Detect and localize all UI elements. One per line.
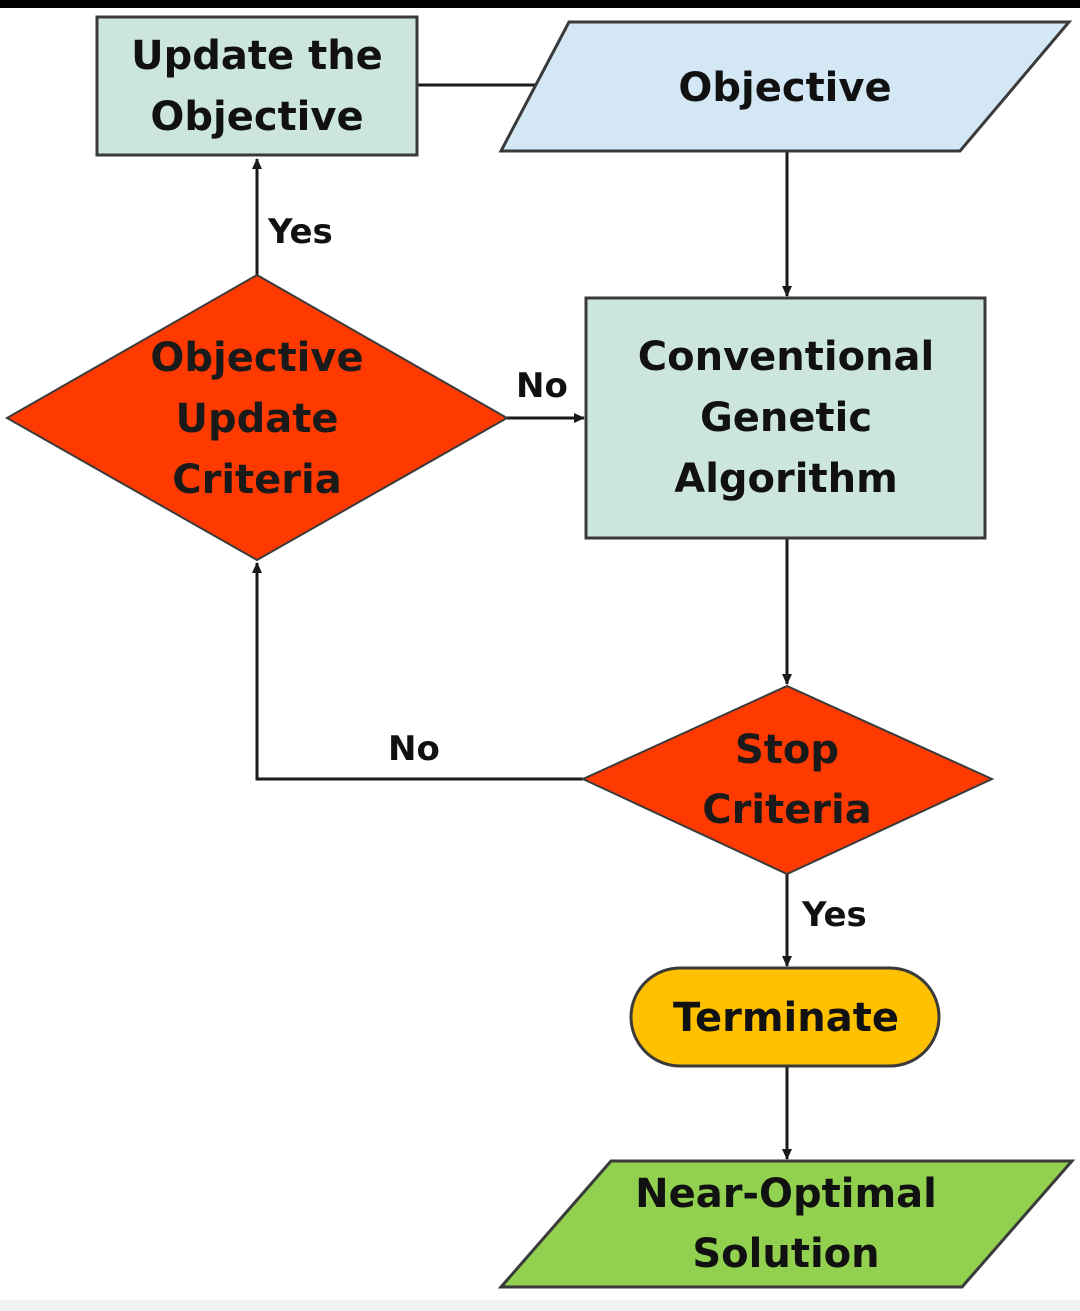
objective-update-criteria-line-3: Criteria (172, 457, 341, 503)
objective-label: Objective (678, 65, 891, 111)
node-genetic-algorithm: Conventional Genetic Algorithm (584, 296, 987, 540)
node-near-optimal-solution: Near-Optimal Solution (497, 1159, 1076, 1289)
edge-label-criteria-yes: Yes (267, 212, 333, 252)
edge-stop-no (252, 562, 583, 781)
update-objective-line-2: Objective (150, 94, 363, 140)
node-terminate: Terminate (629, 966, 941, 1068)
edge-label-criteria-no: No (516, 366, 568, 406)
near-optimal-solution-line-2: Solution (692, 1231, 879, 1277)
objective-update-criteria-line-2: Update (176, 396, 339, 442)
stop-criteria-line-1: Stop (735, 727, 839, 773)
node-update-objective: Update the Objective (95, 15, 419, 157)
node-stop-criteria: Stop Criteria (580, 684, 995, 876)
stop-criteria-line-2: Criteria (702, 787, 871, 833)
near-optimal-solution-shape (497, 1159, 1076, 1289)
terminate-shape (629, 966, 941, 1068)
bottom-border (0, 1300, 1080, 1311)
terminate-label: Terminate (673, 995, 899, 1041)
stop-criteria-shape (580, 684, 995, 876)
near-optimal-solution-line-1: Near-Optimal (635, 1171, 937, 1217)
node-objective-update-criteria: Objective Update Criteria (4, 273, 510, 562)
edge-label-stop-yes: Yes (801, 895, 867, 935)
genetic-algorithm-line-1: Conventional (638, 334, 934, 380)
genetic-algorithm-line-2: Genetic (700, 395, 872, 441)
objective-shape (498, 20, 1073, 153)
edge-label-stop-no: No (388, 729, 440, 769)
edges: Yes No No Yes (252, 80, 867, 1160)
update-objective-box (95, 15, 419, 157)
genetic-algorithm-box (584, 296, 987, 540)
genetic-algorithm-line-3: Algorithm (674, 456, 898, 502)
update-objective-line-1: Update the (131, 33, 383, 79)
objective-update-criteria-shape (4, 273, 510, 562)
node-objective: Objective (498, 20, 1073, 153)
objective-update-criteria-line-1: Objective (150, 335, 363, 381)
top-border (0, 0, 1080, 8)
